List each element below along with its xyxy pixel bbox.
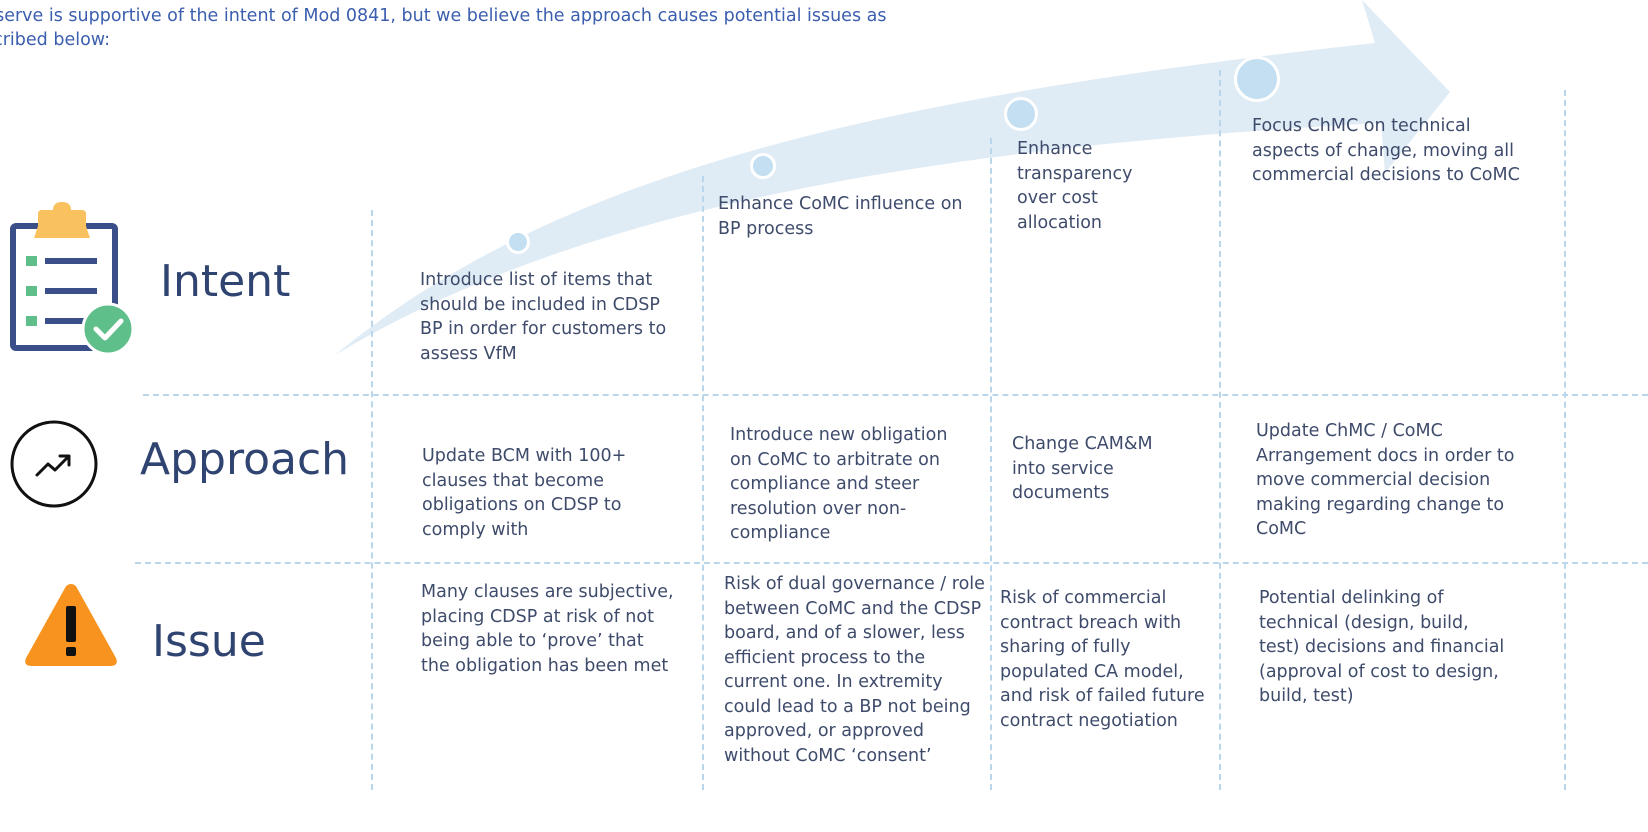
row-divider-1 (143, 394, 1648, 396)
column-divider-3 (990, 138, 992, 790)
row-divider-2 (135, 562, 1648, 564)
column-divider-2 (702, 176, 704, 790)
row-label-intent: Intent (160, 256, 291, 307)
column-divider-5 (1564, 90, 1566, 790)
milestone-dot-2 (750, 153, 776, 179)
approach-cell-1: Update BCM with 100+ clauses that become… (422, 446, 627, 540)
trending-up-circle-icon (10, 420, 98, 508)
approach-cell-2: Introduce new obligation on CoMC to arbi… (730, 425, 948, 543)
intent-cell-4: Focus ChMC on technical aspects of chang… (1252, 116, 1520, 185)
milestone-dot-3 (1004, 97, 1038, 131)
warning-triangle-icon (25, 584, 117, 666)
row-label-issue: Issue (152, 616, 266, 667)
milestone-dot-4 (1234, 56, 1280, 102)
issue-cell-4: Potential delinking of technical (design… (1259, 588, 1505, 706)
row-label-approach: Approach (140, 434, 350, 485)
column-divider-4 (1219, 70, 1221, 790)
approach-cell-4: Update ChMC / CoMC Arrangement docs in o… (1256, 421, 1515, 539)
approach-cell-3: Change CAM&M into service documents (1012, 434, 1153, 503)
milestone-dot-1 (506, 230, 530, 254)
clipboard-checklist-icon (10, 202, 135, 356)
issue-cell-2: Risk of dual governance / role between C… (724, 574, 985, 766)
intro-text: bserve is supportive of the intent of Mo… (0, 6, 887, 50)
intent-cell-2: Enhance CoMC influence on BP process (718, 194, 963, 239)
issue-cell-3: Risk of commercial contract breach with … (1000, 588, 1205, 731)
intent-cell-3: Enhance transparency over cost allocatio… (1017, 139, 1133, 233)
issue-cell-1: Many clauses are subjective, placing CDS… (421, 582, 674, 676)
column-divider-1 (371, 210, 373, 790)
intent-cell-1: Introduce list of items that should be i… (420, 270, 667, 364)
